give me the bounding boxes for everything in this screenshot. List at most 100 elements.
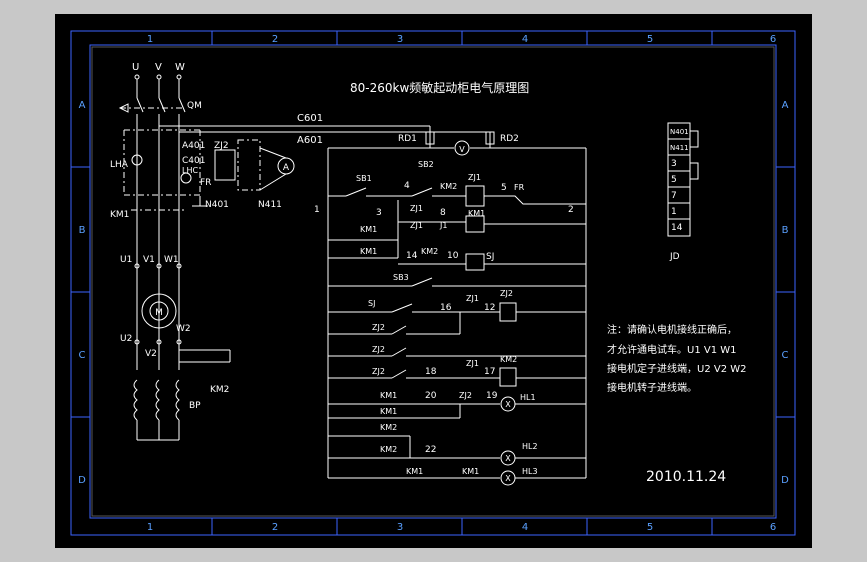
zj2-coil-label: ZJ2 xyxy=(500,289,513,298)
grid-col-bottom-1: 1 xyxy=(147,522,153,533)
inner-frame-line xyxy=(91,46,775,517)
grid-labels: 1 2 3 4 5 6 1 2 3 4 5 6 A B C D A B C D xyxy=(78,34,789,533)
node-3-label: 3 xyxy=(376,208,382,218)
fr-power-label: FR xyxy=(200,178,211,188)
km2-contact-b-label: KM2 xyxy=(380,423,397,432)
km1-contact-b-label: KM1 xyxy=(360,247,377,256)
terminal-1: 1 xyxy=(671,207,677,217)
motor-icon xyxy=(141,293,177,329)
node-1-label: 1 xyxy=(314,205,320,215)
inner-frame xyxy=(89,44,777,519)
note-line-2: 才允许通电试车。U1 V1 W1 xyxy=(607,343,737,356)
sb1-label: SB1 xyxy=(356,174,372,183)
km1-power-label: KM1 xyxy=(110,210,129,220)
node-5-label: 4 xyxy=(404,181,410,191)
grid-row-left-d: D xyxy=(78,475,86,486)
phase-u-label: U xyxy=(132,62,139,73)
control-circuit: RD1 RD2 V 1 2 SB1 3 4 SB2 KM2 ZJ1 5 FR Z… xyxy=(314,126,587,486)
grid-col-top-3: 3 xyxy=(397,34,403,45)
v2-label: V2 xyxy=(145,349,157,359)
note-line-4: 接电机转子进线端。 xyxy=(607,381,697,394)
grid-row-right-d: D xyxy=(781,475,789,486)
zj2-contact-c-label: ZJ2 xyxy=(372,367,385,376)
bp-label: BP xyxy=(189,401,201,411)
node-17-label: 18 xyxy=(425,367,437,377)
terminal-14: 14 xyxy=(671,223,683,233)
terminal-3: 3 xyxy=(671,159,677,169)
rd2-label: RD2 xyxy=(500,134,519,144)
c401-label: C401 xyxy=(182,156,205,166)
grid-row-right-a: A xyxy=(782,100,789,111)
c601-label: C601 xyxy=(297,113,323,124)
w1-label: W1 xyxy=(164,255,179,265)
km2-contact-label: KM2 xyxy=(421,247,438,256)
terminal-n411: N411 xyxy=(670,144,689,152)
terminal-block: N401 N411 3 5 7 1 14 JD xyxy=(667,122,699,262)
node-2-label: 2 xyxy=(568,205,574,215)
fr-ctrl-label: FR xyxy=(514,183,525,192)
zj2-power-label: ZJ2 xyxy=(214,141,229,151)
grid-col-top-6: 6 xyxy=(770,34,776,45)
sb2-label: SB2 xyxy=(418,160,434,169)
km2-ctrl-label: KM2 xyxy=(440,182,457,191)
km1-contact-d-label: KM1 xyxy=(380,407,397,416)
km1-coil-label: KM1 xyxy=(468,209,485,218)
km2-coil-label: KM2 xyxy=(500,355,517,364)
voltmeter-icon xyxy=(454,140,470,156)
phase-w-label: W xyxy=(175,62,185,73)
note-block: 注：请确认电机接线正确后， 才允许通电试车。U1 V1 W1 接电机定子进线端，… xyxy=(607,323,747,394)
grid-col-top-4: 4 xyxy=(522,34,528,45)
grid-row-right-c: C xyxy=(782,350,789,361)
a601-label: A601 xyxy=(297,135,323,146)
terminal-7: 7 xyxy=(671,191,677,201)
hl2-label: HL2 xyxy=(522,442,538,451)
voltmeter-label: V xyxy=(459,145,465,154)
lamp-hl1-mark: X xyxy=(505,400,511,409)
w2-label: W2 xyxy=(176,324,191,334)
zj2-contact-d-label: ZJ2 xyxy=(459,391,472,400)
grid-col-top-5: 5 xyxy=(647,34,653,45)
km1-contact-c-label: KM1 xyxy=(380,391,397,400)
grid-row-left-a: A xyxy=(79,100,86,111)
breaker-qm-label: QM xyxy=(187,101,202,111)
zj2-contact-a-label: ZJ2 xyxy=(372,323,385,332)
grid-col-top-1: 1 xyxy=(147,34,153,45)
grid-col-bottom-2: 2 xyxy=(272,522,278,533)
power-circuit: U V W QM C601 A601 LHA A401 ZJ2 C401 LHC xyxy=(110,62,490,441)
zj1-contact4-label: ZJ1 xyxy=(466,359,479,368)
sj-contact-label: SJ xyxy=(368,299,375,308)
lamp-hl2-mark: X xyxy=(505,454,511,463)
km2-power-label: KM2 xyxy=(210,385,229,395)
phase-v-label: V xyxy=(155,62,162,73)
grid-row-left-c: C xyxy=(79,350,86,361)
node-10-label: 10 xyxy=(447,251,459,261)
node-19-label: 20 xyxy=(425,391,437,401)
zj1-contact3-label: ZJ1 xyxy=(466,294,479,303)
km1-contact-e-label: KM1 xyxy=(406,467,423,476)
grid-row-right-b: B xyxy=(782,225,789,236)
rd1-label: RD1 xyxy=(398,134,417,144)
grid-col-top-2: 2 xyxy=(272,34,278,45)
drawing-title: 80-260kw频敏起动柜电气原理图 xyxy=(350,80,529,95)
lamp-hl3-mark: X xyxy=(505,474,511,483)
u2-label: U2 xyxy=(120,334,132,344)
drawing-date: 2010.11.24 xyxy=(646,469,726,485)
sj-coil-label: SJ xyxy=(486,252,494,262)
grid-col-bottom-3: 3 xyxy=(397,522,403,533)
terminal-block-label: JD xyxy=(669,252,680,262)
hl1-label: HL1 xyxy=(520,393,536,402)
motor-label: M xyxy=(155,308,163,318)
hl3-label: HL3 xyxy=(522,467,538,476)
node-13-label: 14 xyxy=(406,251,418,261)
note-line-1: 注：请确认电机接线正确后， xyxy=(607,323,737,336)
zj1-contact2-label: ZJ1 xyxy=(410,221,423,230)
j1-label: J1 xyxy=(439,221,447,230)
a401-label: A401 xyxy=(182,141,205,151)
node-12-label: 12 xyxy=(484,303,495,313)
node-18-label: 19 xyxy=(486,391,498,401)
zj1-contact-label: ZJ1 xyxy=(410,204,423,213)
ammeter-icon: A xyxy=(283,163,290,173)
n401-label: N401 xyxy=(205,200,229,210)
grid-col-bottom-6: 6 xyxy=(770,522,776,533)
